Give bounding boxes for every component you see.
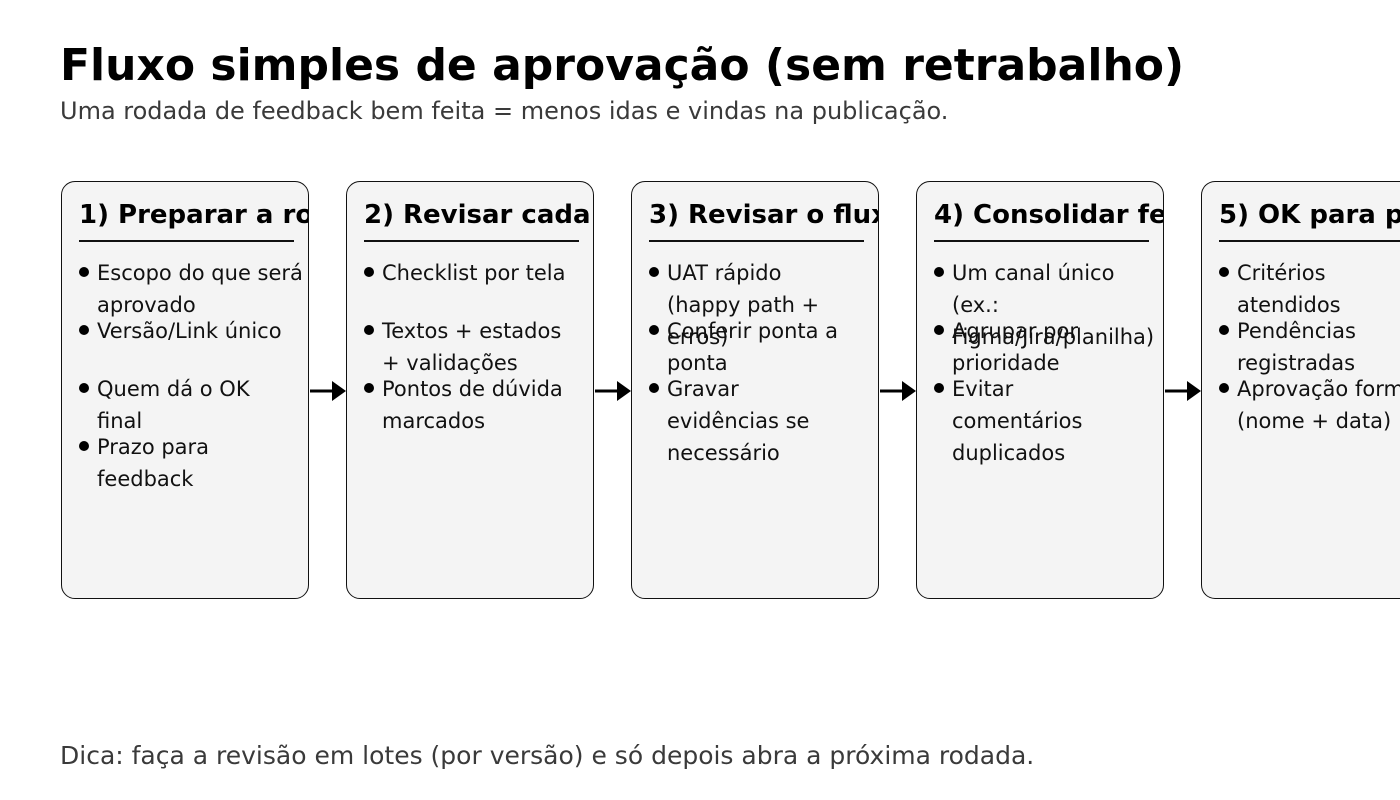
- arrow-right-icon: [595, 381, 631, 401]
- bullet-text: Um canal único (ex.: Figma/Jira/planilha…: [952, 261, 1155, 349]
- bullet-icon: [79, 441, 89, 451]
- bullet-text: Critérios atendidos: [1237, 261, 1341, 317]
- bullet-icon: [79, 383, 89, 393]
- step-card-1: 1) Preparar a rodada Escopo do que será …: [61, 181, 309, 599]
- step-title: 1) Preparar a rodada: [79, 200, 308, 230]
- bullet-icon: [364, 267, 374, 277]
- bullet-icon: [649, 383, 659, 393]
- bullet-text: Checklist por tela: [382, 261, 566, 285]
- step-title: 4) Consolidar feedback: [934, 200, 1164, 230]
- arrow-right-icon: [880, 381, 916, 401]
- bullet-text: Evitar comentários duplicados: [952, 377, 1083, 465]
- arrow-right-icon: [1165, 381, 1201, 401]
- footer-tip: Dica: faça a revisão em lotes (por versã…: [60, 741, 1035, 770]
- bullet-text: Gravar evidências se necessário: [667, 377, 810, 465]
- page-subtitle: Uma rodada de feedback bem feita = menos…: [60, 97, 949, 125]
- step-title: 5) OK para publicar: [1219, 200, 1400, 230]
- bullet-text: UAT rápido (happy path + erros): [667, 261, 820, 349]
- title-divider: [1219, 240, 1400, 242]
- bullet-icon: [1219, 267, 1229, 277]
- bullet-text: Agrupar por prioridade: [952, 319, 1078, 375]
- bullet-text: Conferir ponta a ponta: [667, 319, 839, 375]
- bullet-text: Aprovação formal (nome + data): [1237, 377, 1400, 433]
- step-card-4: 4) Consolidar feedback Um canal único (e…: [916, 181, 1164, 599]
- step-card-3: 3) Revisar o fluxo UAT rápido (happy pat…: [631, 181, 879, 599]
- bullet-icon: [934, 325, 944, 335]
- bullet-text: Pendências registradas: [1237, 319, 1356, 375]
- arrow-right-icon: [310, 381, 346, 401]
- page-title: Fluxo simples de aprovação (sem retrabal…: [60, 40, 1185, 91]
- bullet-icon: [79, 267, 89, 277]
- bullet-icon: [364, 325, 374, 335]
- title-divider: [649, 240, 864, 242]
- step-title: 2) Revisar cada tela: [364, 200, 593, 230]
- bullet-text: Versão/Link único: [97, 319, 282, 343]
- bullet-icon: [1219, 325, 1229, 335]
- bullet-icon: [649, 325, 659, 335]
- title-divider: [79, 240, 294, 242]
- bullet-icon: [79, 325, 89, 335]
- bullet-icon: [934, 383, 944, 393]
- title-divider: [934, 240, 1149, 242]
- bullet-text: Quem dá o OK final: [97, 377, 250, 433]
- step-card-5: 5) OK para publicar Critérios atendidos …: [1201, 181, 1400, 599]
- bullet-icon: [1219, 383, 1229, 393]
- bullet-icon: [649, 267, 659, 277]
- step-card-2: 2) Revisar cada tela Checklist por tela …: [346, 181, 594, 599]
- step-title: 3) Revisar o fluxo: [649, 200, 878, 230]
- title-divider: [364, 240, 579, 242]
- bullet-text: Prazo para feedback: [97, 435, 210, 491]
- bullet-text: Pontos de dúvida marcados: [382, 377, 563, 433]
- bullet-text: Textos + estados + validações: [382, 319, 562, 375]
- bullet-text: Escopo do que será aprovado: [97, 261, 303, 317]
- bullet-icon: [364, 383, 374, 393]
- bullet-icon: [934, 267, 944, 277]
